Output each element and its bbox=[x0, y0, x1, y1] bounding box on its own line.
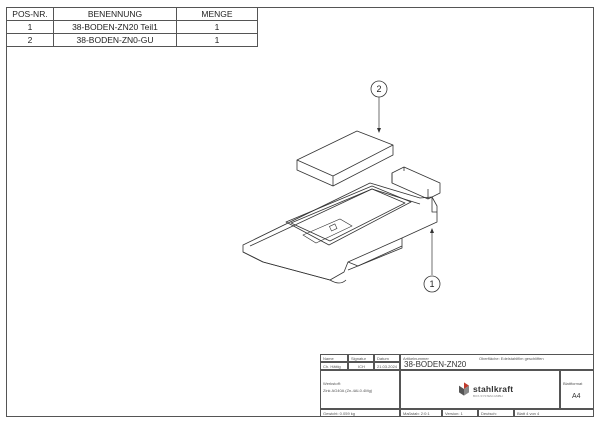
drawing-frame bbox=[6, 7, 594, 417]
table-row: 1 38-BODEN-ZN20 Teil1 1 bbox=[6, 20, 258, 34]
tb-name-header: Name bbox=[320, 354, 348, 362]
tb-material-cell: Werkstoff: Zink AG40A (Zn-4Al-0.4Mg) bbox=[320, 370, 400, 409]
leader-arrow-1 bbox=[430, 228, 434, 233]
balloon-1 bbox=[423, 275, 441, 293]
tb-version-cell: Version: 1 bbox=[442, 409, 478, 417]
tb-sheet-cell: Blatt 4 von 4 bbox=[514, 409, 594, 417]
article-number: 38-BODEN-ZN20 bbox=[404, 360, 467, 369]
tb-drawer-name: Ch. Hättig bbox=[320, 362, 348, 370]
stahlkraft-logo-icon bbox=[459, 382, 469, 396]
recess-pocket bbox=[285, 185, 412, 246]
recess-inner bbox=[290, 188, 406, 242]
tb-sheet-format-cell: Blattformat A4 bbox=[560, 370, 594, 409]
recess-label bbox=[302, 218, 353, 244]
slot-block-edge bbox=[391, 167, 429, 199]
tb-signature-header: Signatur bbox=[348, 354, 374, 362]
balloon-2 bbox=[370, 80, 388, 98]
logo-subtext: BOX-SYSTEM-GMBH bbox=[473, 394, 503, 398]
balloon-2-label: 2 bbox=[376, 84, 381, 94]
base-plate-top-edge bbox=[249, 188, 421, 247]
leader-arrow-2 bbox=[377, 128, 381, 133]
tb-drawer-date: 21.03.2024 bbox=[374, 362, 400, 370]
balloon-1-label: 1 bbox=[429, 279, 434, 289]
base-right-wall bbox=[431, 197, 437, 213]
base-plate-thickness bbox=[242, 251, 347, 284]
tb-article-cell: Artikelnummer Oberfläche: Edelstahlfilm … bbox=[400, 354, 594, 370]
tb-date-header: Datum bbox=[374, 354, 400, 362]
cell-qty: 1 bbox=[176, 33, 258, 47]
part2-lid bbox=[296, 130, 394, 187]
slot-block bbox=[391, 166, 441, 200]
tb-language-cell: Deutsch: bbox=[478, 409, 514, 417]
logo-text: stahlkraft bbox=[473, 384, 514, 394]
title-block: Name Signatur Datum Ch. Hättig ICH 21.03… bbox=[320, 354, 594, 417]
tb-weight-cell: Gewicht: 0.059 kg bbox=[320, 409, 400, 417]
table-row: 2 38-BODEN-ZN0-GU 1 bbox=[6, 33, 258, 47]
parts-list-table: POS-NR. BENENNUNG MENGE 1 38-BODEN-ZN20 … bbox=[6, 7, 258, 47]
tb-drawer-signature: ICH bbox=[348, 362, 374, 370]
tb-scale-cell: Maßstab: 2:0:1 bbox=[400, 409, 442, 417]
tb-logo-cell: stahlkraft BOX-SYSTEM-GMBH bbox=[400, 370, 560, 409]
base-front-ridge bbox=[347, 245, 403, 267]
sheet-format: A4 bbox=[572, 393, 581, 400]
